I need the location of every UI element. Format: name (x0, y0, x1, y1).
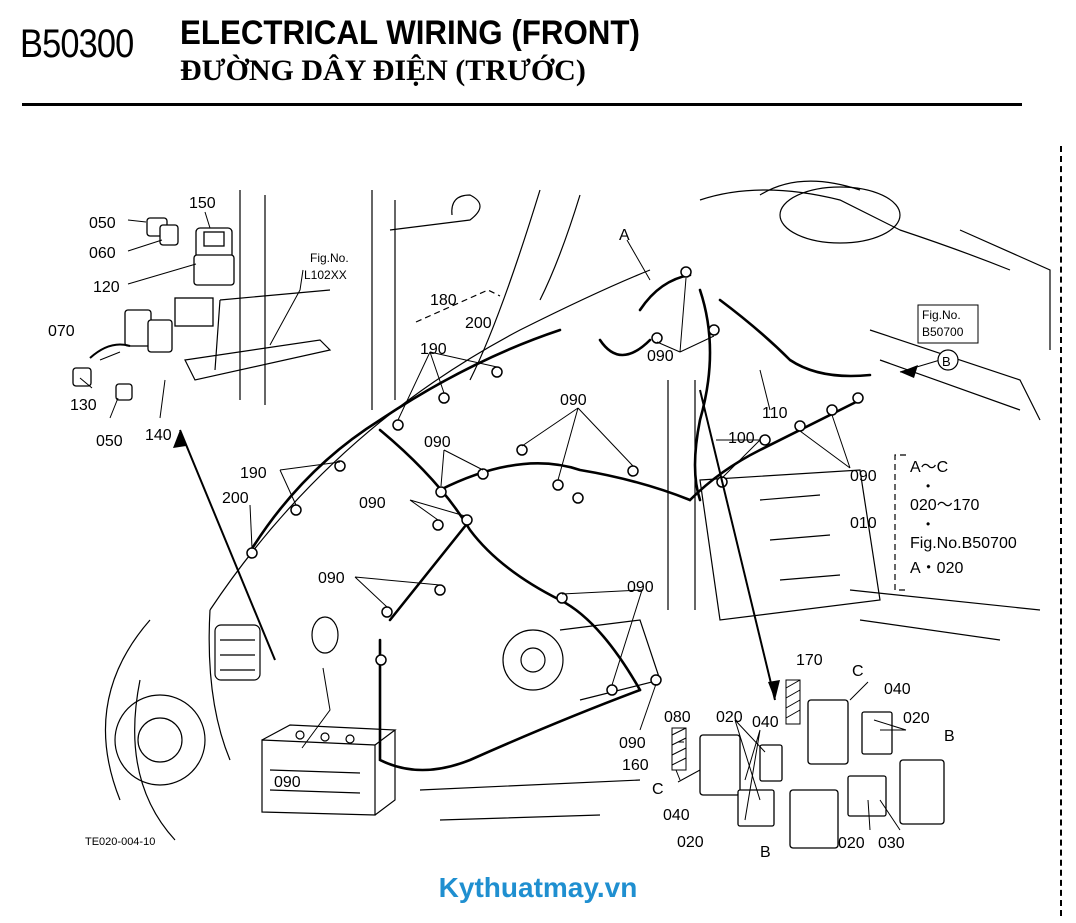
section-code: B50300 (20, 22, 134, 66)
fuse-boxes (699, 699, 945, 849)
label-050: 050 (89, 215, 116, 232)
label-060: 060 (89, 245, 116, 262)
callout-arrows (89, 343, 776, 701)
label-020-b: 020 (716, 709, 743, 726)
fig-b50700-box (917, 304, 979, 344)
label-040-b: 040 (752, 714, 779, 731)
label-120: 120 (93, 279, 120, 296)
label-040: 040 (884, 681, 911, 698)
label-070: 070 (48, 323, 75, 340)
wiring-harness (246, 273, 872, 772)
label-150: 150 (189, 195, 216, 212)
label-010: 010 (850, 515, 877, 532)
label-B: B (942, 354, 951, 369)
label-140: 140 (145, 427, 172, 444)
tractor-linework (104, 180, 1051, 841)
label-100: 100 (728, 430, 755, 447)
bracket-line-1: A～C (910, 459, 948, 476)
label-090: 090 (359, 495, 386, 512)
ref-l102-line1: Fig.No. (310, 251, 349, 265)
label-C-2: C (652, 781, 664, 798)
bracket-line-3: Fig.No.B50700 (910, 535, 1017, 552)
label-090: 090 (318, 570, 345, 587)
watermark: Kythuatmay.vn (438, 872, 638, 903)
label-A: A (619, 227, 630, 244)
label-090: 090 (619, 735, 646, 752)
bracket-dot: • (926, 517, 930, 531)
title-english: ELECTRICAL WIRING (FRONT) (180, 14, 640, 52)
ref-l102-line2: L102XX (304, 268, 347, 282)
label-090: 090 (560, 392, 587, 409)
label-090: 090 (424, 434, 451, 451)
label-200: 200 (465, 315, 492, 332)
label-180: 180 (430, 292, 457, 309)
label-020: 020 (903, 710, 930, 727)
header-rule (22, 103, 1022, 106)
label-160: 160 (622, 757, 649, 774)
label-090: 090 (647, 348, 674, 365)
label-110: 110 (762, 405, 788, 422)
leader-lines (79, 211, 941, 831)
bracket-line-2: 020～170 (910, 497, 979, 514)
label-190: 190 (420, 341, 447, 358)
label-B-3: B (760, 844, 771, 861)
bracket-dot: • (926, 479, 930, 493)
bracket-line-4: A・020 (910, 560, 963, 577)
label-200-b: 200 (222, 490, 249, 507)
ref-b50700-line2: B50700 (922, 325, 964, 339)
label-080: 080 (664, 709, 691, 726)
label-130: 130 (70, 397, 97, 414)
label-190-b: 190 (240, 465, 267, 482)
label-C: C (852, 663, 864, 680)
relay-parts (72, 217, 235, 401)
dashed-callouts (415, 289, 906, 591)
label-020-d: 020 (838, 835, 865, 852)
label-090: 090 (274, 774, 301, 791)
label-040-c: 040 (663, 807, 690, 824)
label-170: 170 (796, 652, 823, 669)
ref-b50700-line1: Fig.No. (922, 308, 961, 322)
page-edge-dashed-line (1060, 146, 1062, 916)
label-B-2: B (944, 728, 955, 745)
label-020-c: 020 (677, 834, 704, 851)
label-090: 090 (850, 468, 877, 485)
label-030: 030 (878, 835, 905, 852)
title-vietnamese: ĐƯỜNG DÂY ĐIỆN (TRƯỚC) (180, 54, 586, 87)
label-090: 090 (627, 579, 654, 596)
figure-id: TE020-004-10 (85, 836, 155, 848)
label-050-b: 050 (96, 433, 123, 450)
